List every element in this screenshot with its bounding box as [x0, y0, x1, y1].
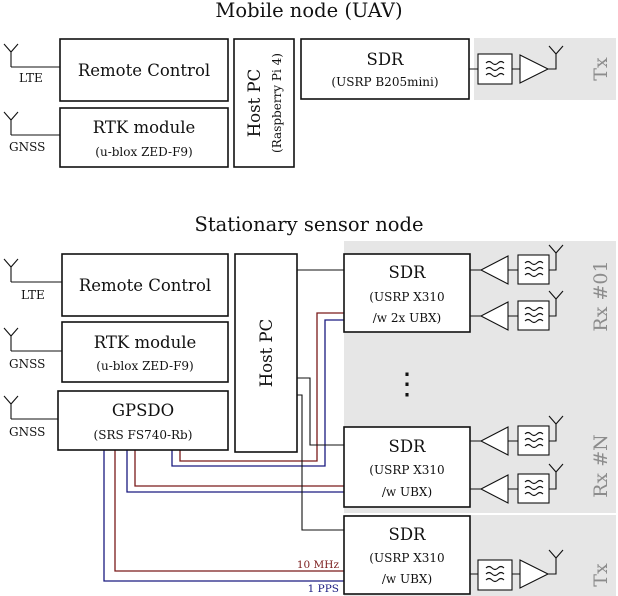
mobile-amplifier-icon: [519, 54, 550, 84]
sdr-rx1-title: SDR: [389, 263, 427, 282]
mobile-sdr-subtitle: (USRP B205mini): [331, 75, 438, 89]
mobile-host-pc-title: Host PC: [245, 69, 264, 137]
stationary-node-title: Stationary sensor node: [194, 213, 423, 236]
rx-chain-1a: [470, 244, 564, 285]
stationary-tx-chain: [470, 549, 564, 591]
sdr-tx-box: [343, 515, 471, 595]
sdr-tx-sub2: /w UBX): [382, 572, 432, 586]
sdr-tx-sub1: (USRP X310: [369, 551, 444, 565]
stationary-host-pc-box: [234, 253, 298, 453]
mobile-lte-antenna-icon: [3, 43, 60, 68]
sig-10mhz-label: 10 MHz: [297, 559, 340, 571]
mobile-gnss-antenna-icon: [3, 111, 60, 136]
mobile-remote-control-label: Remote Control: [78, 61, 210, 80]
gpsdo-title: GPSDO: [112, 401, 174, 420]
mobile-rtk-subtitle: (u-blox ZED-F9): [95, 145, 192, 159]
sdr-rxn-box: [343, 426, 471, 508]
mobile-lte-label: LTE: [19, 71, 43, 85]
stationary-host-pc-title: Host PC: [257, 319, 276, 387]
sdr-rx1-box: [343, 253, 471, 333]
stationary-gnss-antenna-icon-2: [3, 395, 58, 420]
stationary-rtk-subtitle: (u-blox ZED-F9): [96, 359, 193, 373]
mobile-sdr-title: SDR: [367, 50, 405, 69]
sdr-rxn-title: SDR: [389, 437, 427, 456]
rx-chain-na: [470, 415, 564, 456]
mobile-filter-icon: [477, 53, 513, 85]
mobile-tx-label: Tx: [590, 57, 612, 81]
mobile-node-title: Mobile node (UAV): [215, 0, 402, 22]
stationary-gnss-label-1: GNSS: [9, 357, 45, 371]
host-to-sdrtx-line: [297, 394, 344, 531]
mobile-remote-control-box: [59, 38, 229, 102]
sdr-rxn-sub2: /w UBX): [382, 485, 432, 499]
stationary-remote-control-box: [61, 253, 229, 317]
mobile-sdr-box: [300, 38, 470, 100]
sdr-rxn-sub1: (USRP X310: [369, 463, 444, 477]
clock-distribution-lines: [103, 312, 344, 582]
stationary-amplifier-icon: [519, 559, 550, 589]
mobile-tx-antenna-icon: [548, 45, 564, 55]
stationary-remote-control-label: Remote Control: [79, 276, 211, 295]
sdr-rx1-sub1: (USRP X310: [369, 290, 444, 304]
sig-1pps-label: 1 PPS: [308, 583, 339, 595]
host-to-sdrn-line: [297, 377, 344, 446]
mobile-rtk-module-box: [59, 107, 229, 168]
stationary-gnss-label-2: GNSS: [9, 425, 45, 439]
mobile-gnss-label: GNSS: [9, 140, 45, 154]
stationary-rtk-module-box: [61, 321, 229, 383]
stationary-tx-antenna-icon: [548, 549, 564, 559]
rx-chain-nb: [470, 463, 564, 504]
stationary-lte-label: LTE: [21, 288, 45, 302]
rx-ellipsis: ⋮: [392, 367, 422, 402]
rx1-zone-label: Rx #01: [590, 260, 612, 331]
stationary-tx-zone-label: Tx: [590, 563, 612, 587]
sdr-tx-title: SDR: [389, 525, 427, 544]
mobile-host-pc-box: [233, 38, 295, 168]
mobile-rtk-title: RTK module: [93, 118, 196, 137]
stationary-gnss-antenna-icon-1: [3, 327, 62, 352]
mobile-host-pc-subtitle: (Raspberry Pi 4): [270, 53, 284, 153]
sdr-rx1-sub2: /w 2x UBX): [373, 311, 442, 325]
stationary-lte-antenna-icon: [3, 258, 62, 283]
stationary-rtk-title: RTK module: [94, 333, 197, 352]
rxn-zone-label: Rx #N: [590, 434, 612, 498]
gpsdo-subtitle: (SRS FS740-Rb): [94, 428, 193, 442]
gpsdo-box: [57, 390, 229, 451]
rx-chain-1b: [470, 290, 564, 331]
